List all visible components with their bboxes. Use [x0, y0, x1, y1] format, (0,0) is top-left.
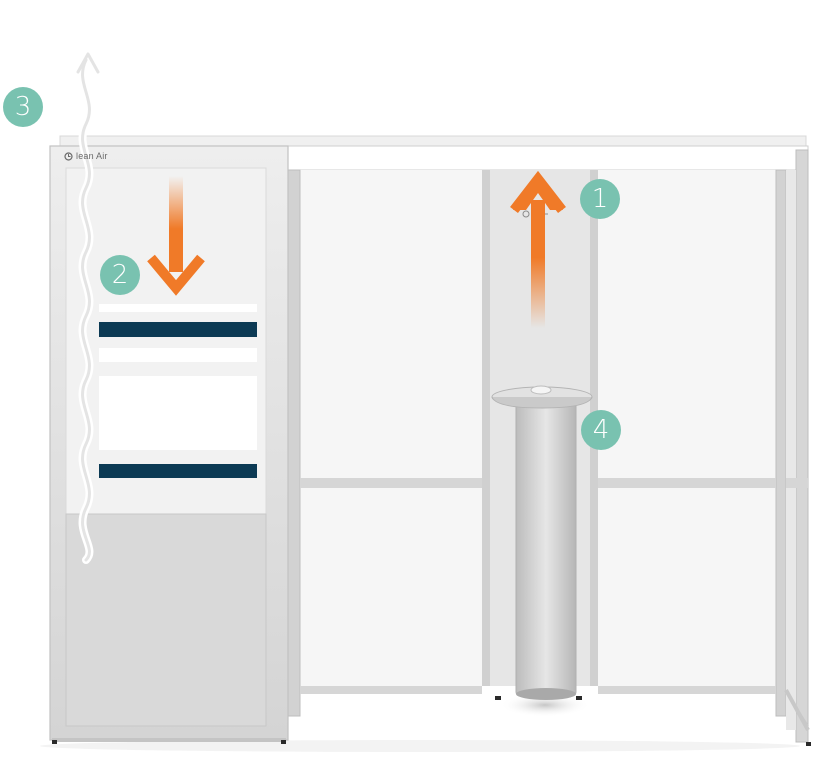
panel-stripe-bottom	[99, 464, 257, 478]
callout-badge-2: 2	[100, 255, 140, 295]
callout-number: 4	[592, 415, 610, 445]
panel-stripe-top	[99, 322, 257, 337]
leaf-circle-icon	[64, 151, 73, 161]
brand-name: lean Air	[76, 151, 108, 161]
callout-badge-3: 3	[3, 87, 43, 127]
callout-badge-1: 1	[580, 179, 620, 219]
brand-label: lean Air	[64, 151, 108, 161]
callout-number: 3	[14, 92, 32, 122]
callout-number: 1	[591, 184, 609, 214]
callout-number: 2	[111, 260, 129, 290]
callout-badge-4: 4	[581, 410, 621, 450]
